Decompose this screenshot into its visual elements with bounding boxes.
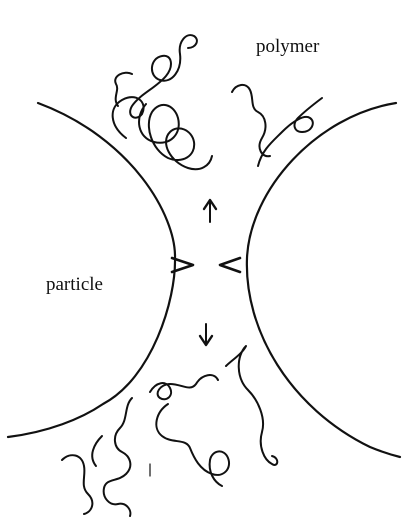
- polymer-chain: [226, 346, 277, 465]
- particle-label: particle: [46, 274, 103, 295]
- down-arrow: [200, 324, 212, 345]
- polymer-chain: [104, 398, 132, 516]
- left-chevron: [220, 258, 240, 272]
- up-arrow: [204, 200, 216, 222]
- polymer-label: polymer: [256, 36, 320, 57]
- polymer-chain: [232, 85, 270, 156]
- polymer-chain: [62, 455, 92, 514]
- polymer-chain: [150, 375, 218, 399]
- polymer-chain: [115, 73, 132, 106]
- polymer-chain: [139, 104, 212, 169]
- left-particle-outline: [8, 103, 175, 437]
- polymer-chain: [156, 404, 229, 486]
- polymer-chain: [113, 35, 197, 138]
- polymer-chain: [92, 436, 102, 466]
